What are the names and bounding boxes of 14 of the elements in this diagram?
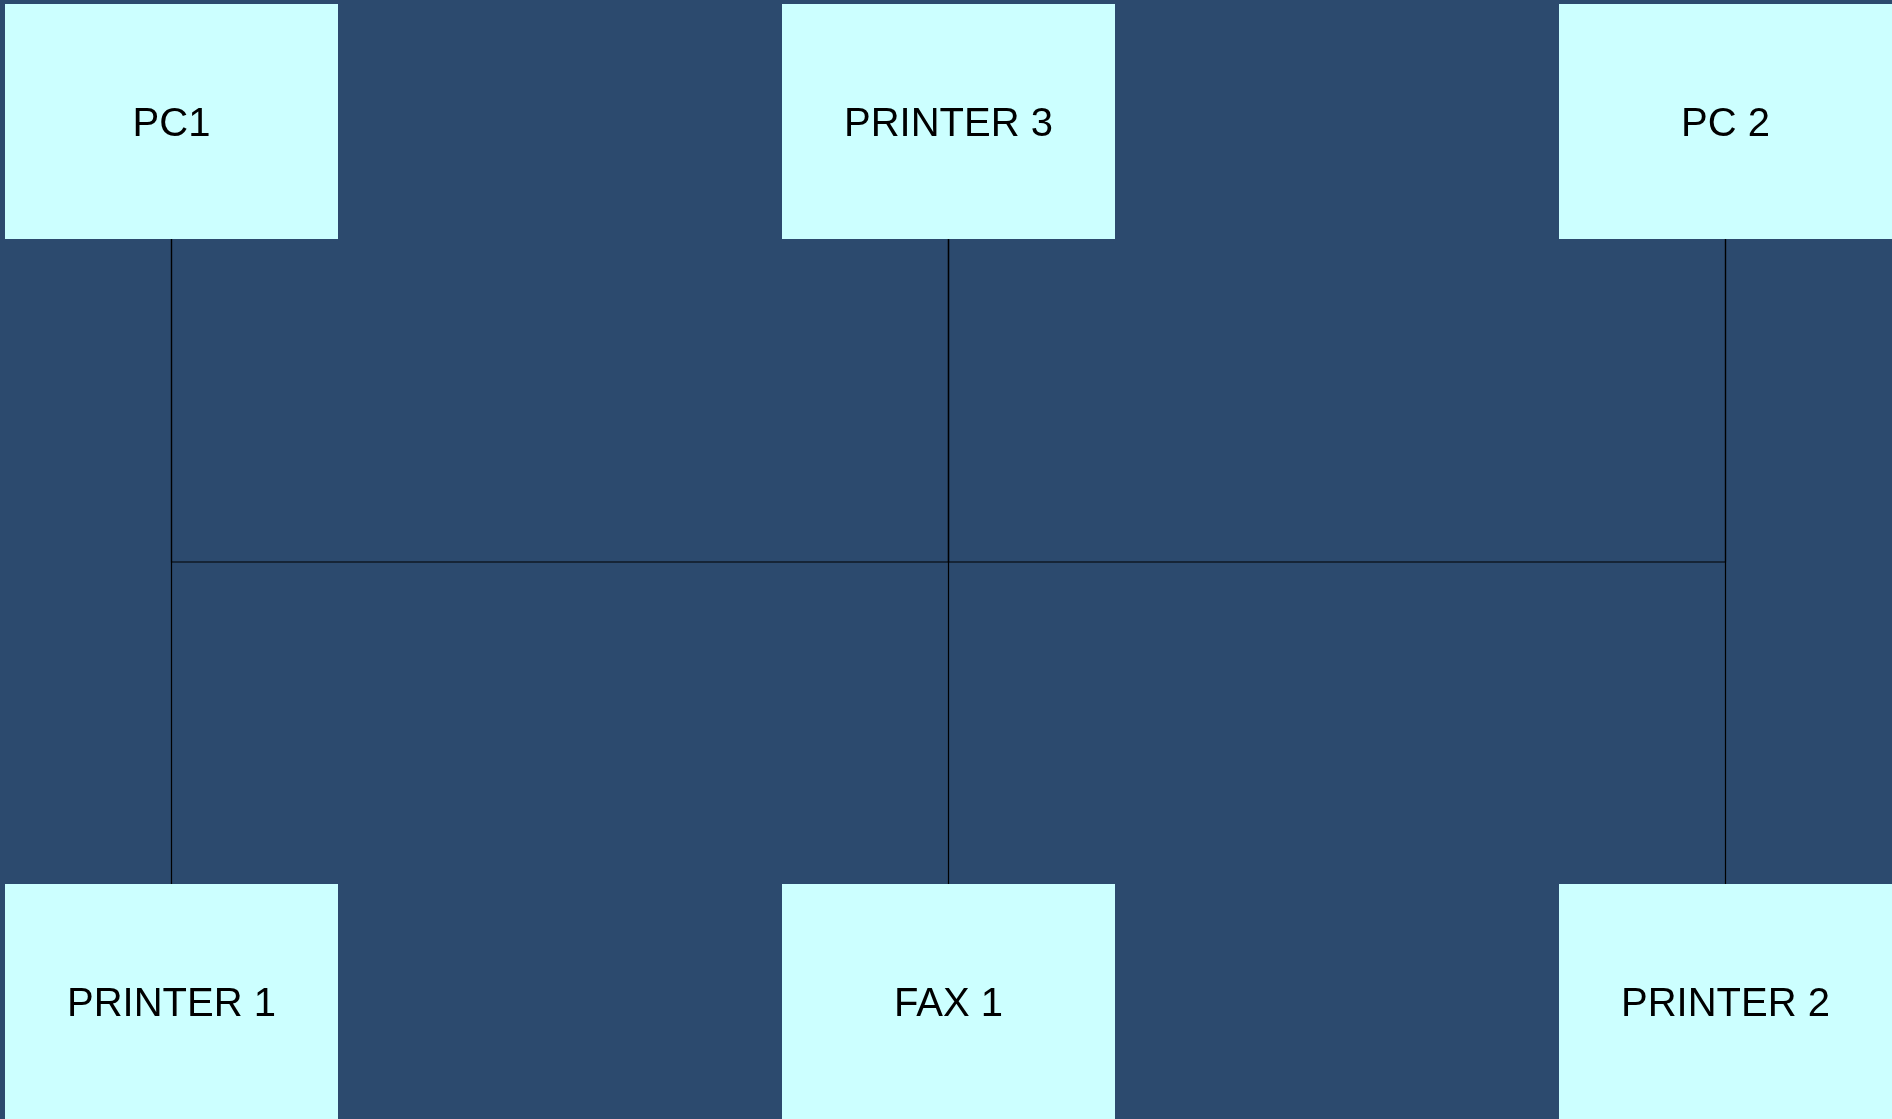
device-label: PC 2: [1681, 98, 1770, 146]
device-box: [1559, 884, 1892, 1119]
device-label: PRINTER 3: [844, 98, 1053, 146]
device-label: PRINTER 2: [1621, 978, 1830, 1026]
device-label: FAX 1: [894, 978, 1003, 1026]
device-box: [782, 884, 1115, 1119]
connector-line: [947, 238, 1727, 563]
device-label: PRINTER 1: [67, 978, 276, 1026]
device-box: [5, 4, 338, 239]
device-box: [5, 884, 338, 1119]
connector-line: [170, 238, 950, 563]
device-box: [782, 4, 1115, 239]
device-box: [1559, 4, 1892, 239]
device-label: PC1: [132, 98, 211, 146]
